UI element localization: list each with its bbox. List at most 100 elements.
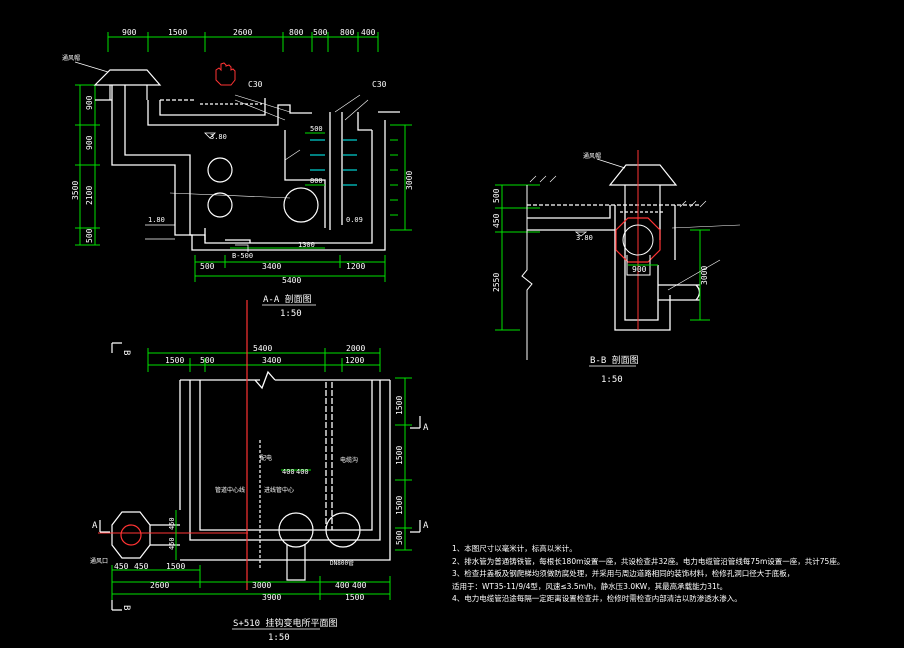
aa-dim-900: 900: [122, 28, 137, 37]
plan-left-dim-450a: 450: [168, 517, 176, 530]
plan-bottom-dim-1500: 1500: [166, 562, 185, 571]
plan-label-tube: 进线管中心: [264, 486, 294, 494]
plan-bottom-dim-400a: 400: [335, 581, 350, 590]
plan-bottom-dimension-chain: [111, 565, 391, 600]
bb-left-dimension-chain: [495, 184, 540, 331]
aa-left-dim-3500: 3500: [71, 181, 80, 200]
aa-left-dim-500: 500: [85, 228, 94, 243]
note-3b: 适用于：WT35-11/9/4型，风速≤3.5m/h，静水压3.0KW，其最高承…: [452, 581, 728, 591]
aa-inner-dim-1300: 1300: [298, 241, 315, 249]
plan-pipe-circle-1: [278, 512, 314, 548]
aa-title: A-A 剖面图: [263, 293, 312, 305]
aa-top-dimension-chain: [107, 32, 379, 52]
aa-c30-right: C30: [372, 80, 387, 89]
aa-left-dim-900a: 900: [85, 95, 94, 110]
aa-pipe-circle-3: [283, 187, 319, 223]
bb-right-dimension-chain: [628, 229, 710, 321]
plan-left-dim-450b: 450: [168, 537, 176, 550]
plan-right-dim-1500c: 1500: [395, 496, 404, 515]
plan-bottom-dim-400b: 400: [352, 581, 367, 590]
plan-structure-walls: [179, 370, 391, 561]
aa-left-dimension-chain: [75, 84, 100, 246]
aa-dim-2600: 2600: [233, 28, 252, 37]
bb-dim-500: 500: [492, 188, 501, 203]
aa-dim-400: 400: [361, 28, 376, 37]
plan-inner-dim-400a: 400: [282, 468, 295, 476]
bb-scale: 1:50: [601, 375, 623, 385]
plan-cut-a-right: A: [423, 521, 429, 531]
plan-dim-500: 500: [200, 356, 215, 365]
bb-dim-2550: 2550: [492, 273, 501, 292]
aa-inner-dim-500: 500: [310, 125, 323, 133]
aa-c30-left: C30: [248, 80, 263, 89]
section-aa: 900 1500 2600 800 500 800 400 900 900 21…: [62, 28, 414, 319]
aa-b500-label: B-500: [232, 252, 253, 260]
aa-dim-800a: 800: [289, 28, 304, 37]
plan-label-tube-d: DN800管: [330, 559, 354, 567]
plan-right-dim-500: 500: [395, 530, 404, 545]
aa-scale: 1:50: [280, 309, 302, 319]
plan-dim-1200: 1200: [345, 356, 364, 365]
bb-vent-cap: [608, 164, 678, 205]
plan-cut-b-bottom: B: [121, 605, 131, 610]
plan-cut-b-top: B: [121, 350, 131, 355]
plan-title: S+510 挂钩变电所平面图: [233, 617, 338, 629]
plan-left-octagon: [111, 511, 180, 559]
plan-label-entrance: 管道中心线: [215, 486, 245, 494]
plan-right-dimension-chain: [395, 377, 412, 551]
plan-cut-a-top-right: A: [423, 423, 429, 433]
section-bb: 500 450 2550 通风帽: [492, 150, 741, 385]
plan-dim-5400: 5400: [253, 344, 272, 353]
aa-bottom-dim-1200: 1200: [346, 262, 365, 271]
plan-bottom-dim-2600: 2600: [150, 581, 169, 590]
plan-scale: 1:50: [268, 633, 290, 643]
aa-vent-cap: [93, 69, 162, 100]
aa-bottom-dim-3400: 3400: [262, 262, 281, 271]
plan-bottom-dim-450b: 450: [134, 562, 149, 571]
bb-ground-hatch: [529, 175, 707, 208]
plan-inner-dim-400b: 400: [296, 468, 309, 476]
bb-octagon-pipe: [615, 150, 661, 330]
aa-pipe-circle-1: [207, 157, 233, 183]
aa-left-dim-900b: 900: [85, 135, 94, 150]
plan-bottom-dim-3000: 3000: [252, 581, 271, 590]
plan-dim-3400: 3400: [262, 356, 281, 365]
bb-vent-label: 通风帽: [583, 152, 601, 160]
aa-right-dimension-chain: [390, 124, 412, 231]
plan-top-dimension-chain: [147, 348, 381, 372]
aa-dim-800b: 800: [340, 28, 355, 37]
plan-label-room: 配电: [260, 454, 272, 462]
plan-dim-2000: 2000: [346, 344, 365, 353]
plan-label-vent: 通风口: [90, 557, 108, 565]
plan-cut-a-left: A: [92, 521, 98, 531]
plan-bottom-dim-450a: 450: [114, 562, 129, 571]
bb-title: B-B 剖面图: [590, 354, 639, 366]
aa-dim-500: 500: [313, 28, 328, 37]
note-1: 1、本图尺寸以毫米计，标高以米计。: [452, 544, 577, 553]
plan-bottom-dim-3900: 3900: [262, 593, 281, 602]
note-3: 3、检查井盖板及钢爬梯均须做防腐处理，并采用与周边道路相同的装饰材料，检修孔洞口…: [452, 569, 795, 578]
aa-dim-1500: 1500: [168, 28, 187, 37]
bb-dim-450: 450: [492, 213, 501, 228]
plan-right-dim-1500a: 1500: [395, 396, 404, 415]
bb-dim-900: 900: [632, 265, 647, 274]
aa-pipe-circle-2: [207, 192, 233, 218]
bb-dim-3000: 3000: [700, 266, 709, 285]
aa-bottom-dimension-chain: [194, 255, 386, 282]
aa-bottom-dim-500: 500: [200, 262, 215, 271]
aa-level-380: 3.80: [210, 133, 227, 141]
general-notes: 1、本图尺寸以毫米计，标高以米计。 2、排水管为普通铸铁管，每根长180m设置一…: [452, 543, 892, 606]
plan-pipe-circle-2: [325, 512, 361, 548]
hand-cursor-icon: [215, 62, 236, 86]
note-2: 2、排水管为普通铸铁管，每根长180m设置一座，共设检查井32座。电力电缆管沿管…: [452, 556, 845, 566]
bb-structure-walls: [527, 204, 701, 331]
plan-label-cable: 电缆沟: [340, 456, 358, 464]
aa-level-009: 0.09: [346, 216, 363, 224]
plan-dim-1500: 1500: [165, 356, 184, 365]
bb-level-380: 3.80: [576, 234, 593, 242]
note-4: 4、电力电缆管沿途每隔一定距离设置检查井，检修时需检查内部清洁以防渗透水渗入。: [452, 594, 742, 603]
plan-bottom-dim-1500b: 1500: [345, 593, 364, 602]
aa-structure-walls: [95, 85, 400, 251]
aa-vent-label: 通风帽: [62, 54, 80, 62]
